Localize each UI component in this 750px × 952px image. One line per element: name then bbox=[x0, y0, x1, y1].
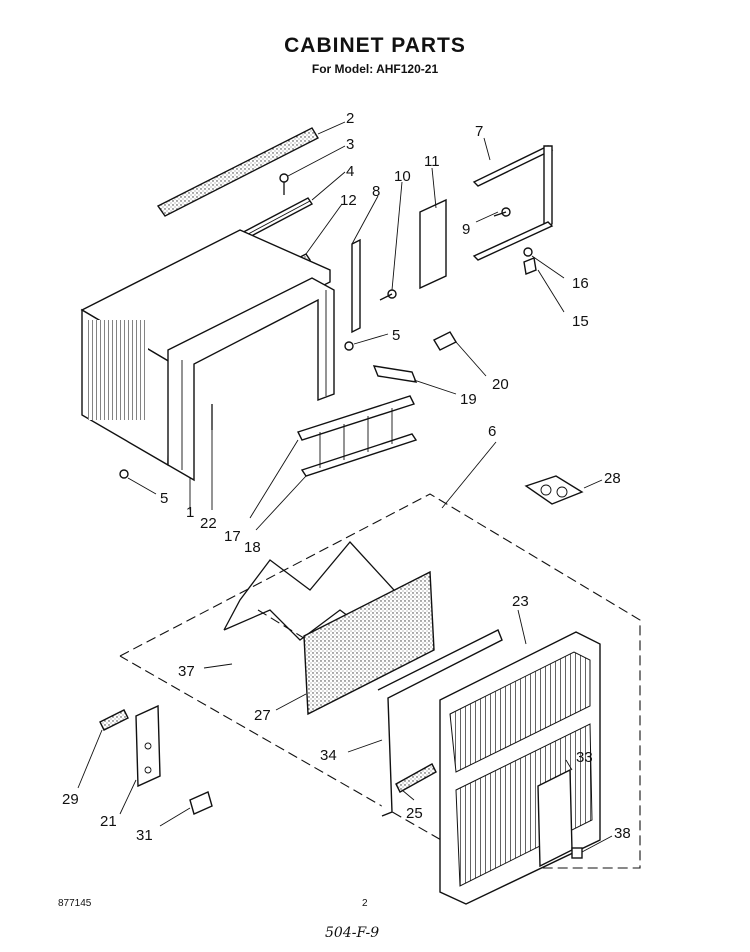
callout-5-lower: 5 bbox=[160, 490, 168, 507]
callout-25: 25 bbox=[406, 805, 423, 822]
callout-4: 4 bbox=[346, 163, 354, 180]
part-2-foam-strip bbox=[156, 127, 319, 217]
part-31-bushing bbox=[189, 791, 213, 815]
callout-29: 29 bbox=[62, 791, 79, 808]
callout-22: 22 bbox=[200, 515, 217, 532]
cabinet-shell bbox=[80, 229, 335, 482]
callout-16: 16 bbox=[572, 275, 589, 292]
part-21-bracket bbox=[135, 704, 161, 788]
callout-3: 3 bbox=[346, 136, 354, 153]
callout-19: 19 bbox=[460, 391, 477, 408]
callout-8: 8 bbox=[372, 183, 380, 200]
front-assembly-boundary bbox=[119, 493, 641, 869]
callout-20: 20 bbox=[492, 376, 509, 393]
part-25-strip bbox=[395, 763, 437, 793]
callout-33: 33 bbox=[576, 749, 593, 766]
handwritten-note: 504-F-9 bbox=[325, 925, 380, 941]
part-16-screw bbox=[523, 247, 533, 257]
part-38-label bbox=[571, 847, 583, 859]
part-8-rail bbox=[351, 238, 361, 334]
page-title: CABINET PARTS bbox=[284, 34, 466, 57]
callout-11: 11 bbox=[424, 153, 440, 170]
callout-7: 7 bbox=[475, 123, 483, 140]
part-15-clip bbox=[523, 257, 537, 275]
callout-34: 34 bbox=[320, 747, 337, 764]
callout-23: 23 bbox=[512, 593, 529, 610]
callout-5-upper: 5 bbox=[392, 327, 400, 344]
callout-6: 6 bbox=[488, 423, 496, 440]
leader-lines bbox=[77, 121, 613, 853]
callout-labels: 2 3 4 12 8 10 11 7 9 16 15 5 20 19 6 28 … bbox=[62, 110, 631, 844]
callout-15: 15 bbox=[572, 313, 589, 330]
callout-17: 17 bbox=[224, 528, 241, 545]
part-33-panel bbox=[537, 768, 573, 868]
part-5-screw-upper bbox=[344, 341, 354, 351]
part-27-filter bbox=[303, 570, 435, 716]
callout-37: 37 bbox=[178, 663, 195, 680]
callout-12: 12 bbox=[340, 192, 357, 209]
callout-2: 2 bbox=[346, 110, 354, 127]
page-number: 2 bbox=[362, 898, 368, 909]
part-11-panel bbox=[419, 198, 447, 290]
part-17-louver-assembly bbox=[297, 395, 418, 477]
callout-10: 10 bbox=[394, 168, 411, 185]
callout-21: 21 bbox=[100, 813, 117, 830]
part-5-screw-lower bbox=[119, 469, 129, 479]
part-19-lever bbox=[372, 365, 418, 383]
callout-28: 28 bbox=[604, 470, 621, 487]
callout-9: 9 bbox=[462, 221, 470, 238]
part-9-screw bbox=[493, 207, 511, 217]
part-7-bracket bbox=[472, 145, 554, 261]
callout-1: 1 bbox=[186, 504, 194, 521]
callout-31: 31 bbox=[136, 827, 153, 844]
part-10-screw bbox=[379, 289, 397, 301]
part-29-foam-block bbox=[99, 709, 129, 731]
callout-38: 38 bbox=[614, 825, 631, 842]
part-34-gasket bbox=[377, 629, 503, 817]
callout-27: 27 bbox=[254, 707, 271, 724]
part-28-bracket bbox=[524, 475, 584, 505]
part-3-screw bbox=[279, 173, 289, 195]
model-subtitle: For Model: AHF120-21 bbox=[311, 62, 439, 76]
document-number: 877145 bbox=[58, 898, 92, 909]
part-20-latch bbox=[433, 331, 457, 351]
callout-18: 18 bbox=[244, 539, 261, 556]
part-23-front-grille bbox=[439, 631, 601, 905]
